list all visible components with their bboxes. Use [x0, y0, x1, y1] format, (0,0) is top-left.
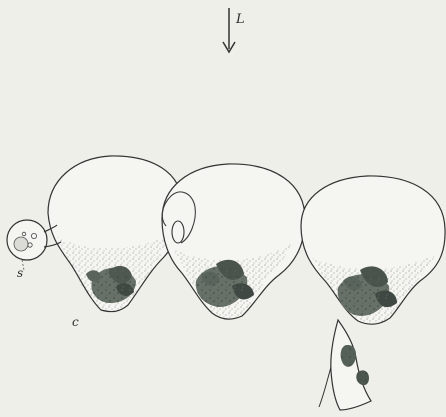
- sporangium-label: s: [17, 267, 23, 279]
- rhizoid: [319, 320, 371, 410]
- right-cell: [301, 176, 445, 324]
- small-sporangium: [7, 220, 61, 270]
- light-label: L: [236, 13, 245, 26]
- cell-label: c: [72, 316, 79, 328]
- light-direction-arrow: [223, 8, 235, 52]
- middle-cell: [162, 164, 305, 319]
- left-cell: [48, 156, 182, 312]
